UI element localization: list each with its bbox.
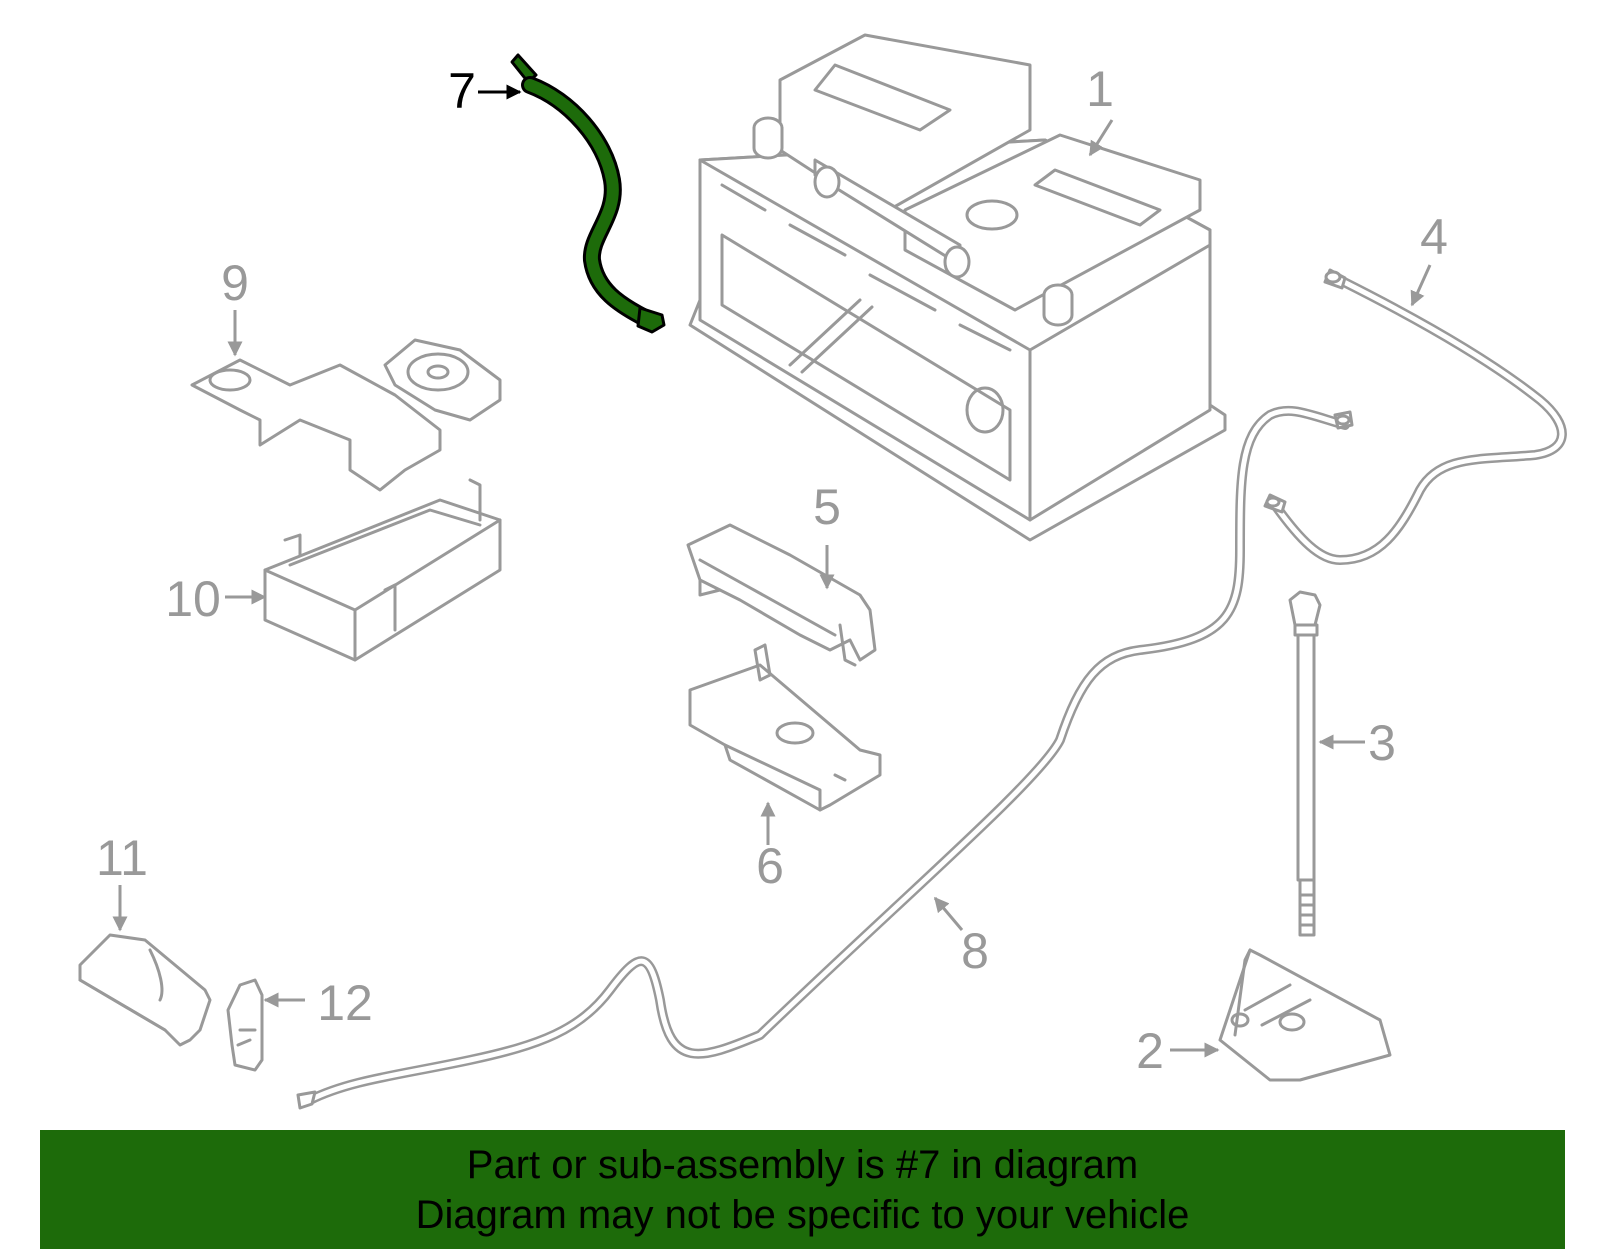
callout-arrows xyxy=(112,84,1432,1058)
bracket-part-2[interactable] xyxy=(1218,948,1392,1082)
callout-9: 9 xyxy=(221,255,249,311)
callout-2: 2 xyxy=(1136,1023,1164,1079)
tray-part-10[interactable] xyxy=(263,478,502,662)
callout-1: 1 xyxy=(1086,61,1114,117)
cable-part-8[interactable] xyxy=(296,405,1354,1110)
base-part-6[interactable] xyxy=(688,643,882,812)
cable-part-4[interactable] xyxy=(1263,268,1567,565)
bracket-part-9[interactable] xyxy=(190,338,502,492)
footer-banner: Part or sub-assembly is #7 in diagram Di… xyxy=(40,1130,1565,1249)
callout-6: 6 xyxy=(756,838,784,894)
callout-labels: 1 2 3 4 5 6 7 8 9 10 11 12 xyxy=(96,61,1448,1079)
cover-part-5[interactable] xyxy=(686,523,877,667)
footer-line-part-number: Part or sub-assembly is #7 in diagram xyxy=(466,1142,1139,1187)
battery-part-1[interactable] xyxy=(688,33,1227,542)
callout-7: 7 xyxy=(448,63,476,119)
callout-12: 12 xyxy=(317,975,373,1031)
callout-8: 8 xyxy=(961,923,989,979)
battery-cable-part-7[interactable] xyxy=(510,53,666,334)
callout-5: 5 xyxy=(813,479,841,535)
callout-11: 11 xyxy=(96,830,148,886)
callout-10: 10 xyxy=(165,571,221,627)
clip-part-12[interactable] xyxy=(226,978,264,1072)
callout-4: 4 xyxy=(1420,209,1448,265)
clip-part-11[interactable] xyxy=(78,933,212,1047)
footer-line-disclaimer: Diagram may not be specific to your vehi… xyxy=(415,1192,1190,1237)
callout-3: 3 xyxy=(1368,715,1396,771)
bolt-part-3[interactable] xyxy=(1288,590,1322,937)
parts-diagram: 1 2 3 4 5 6 7 8 9 10 11 12 xyxy=(78,33,1567,1110)
